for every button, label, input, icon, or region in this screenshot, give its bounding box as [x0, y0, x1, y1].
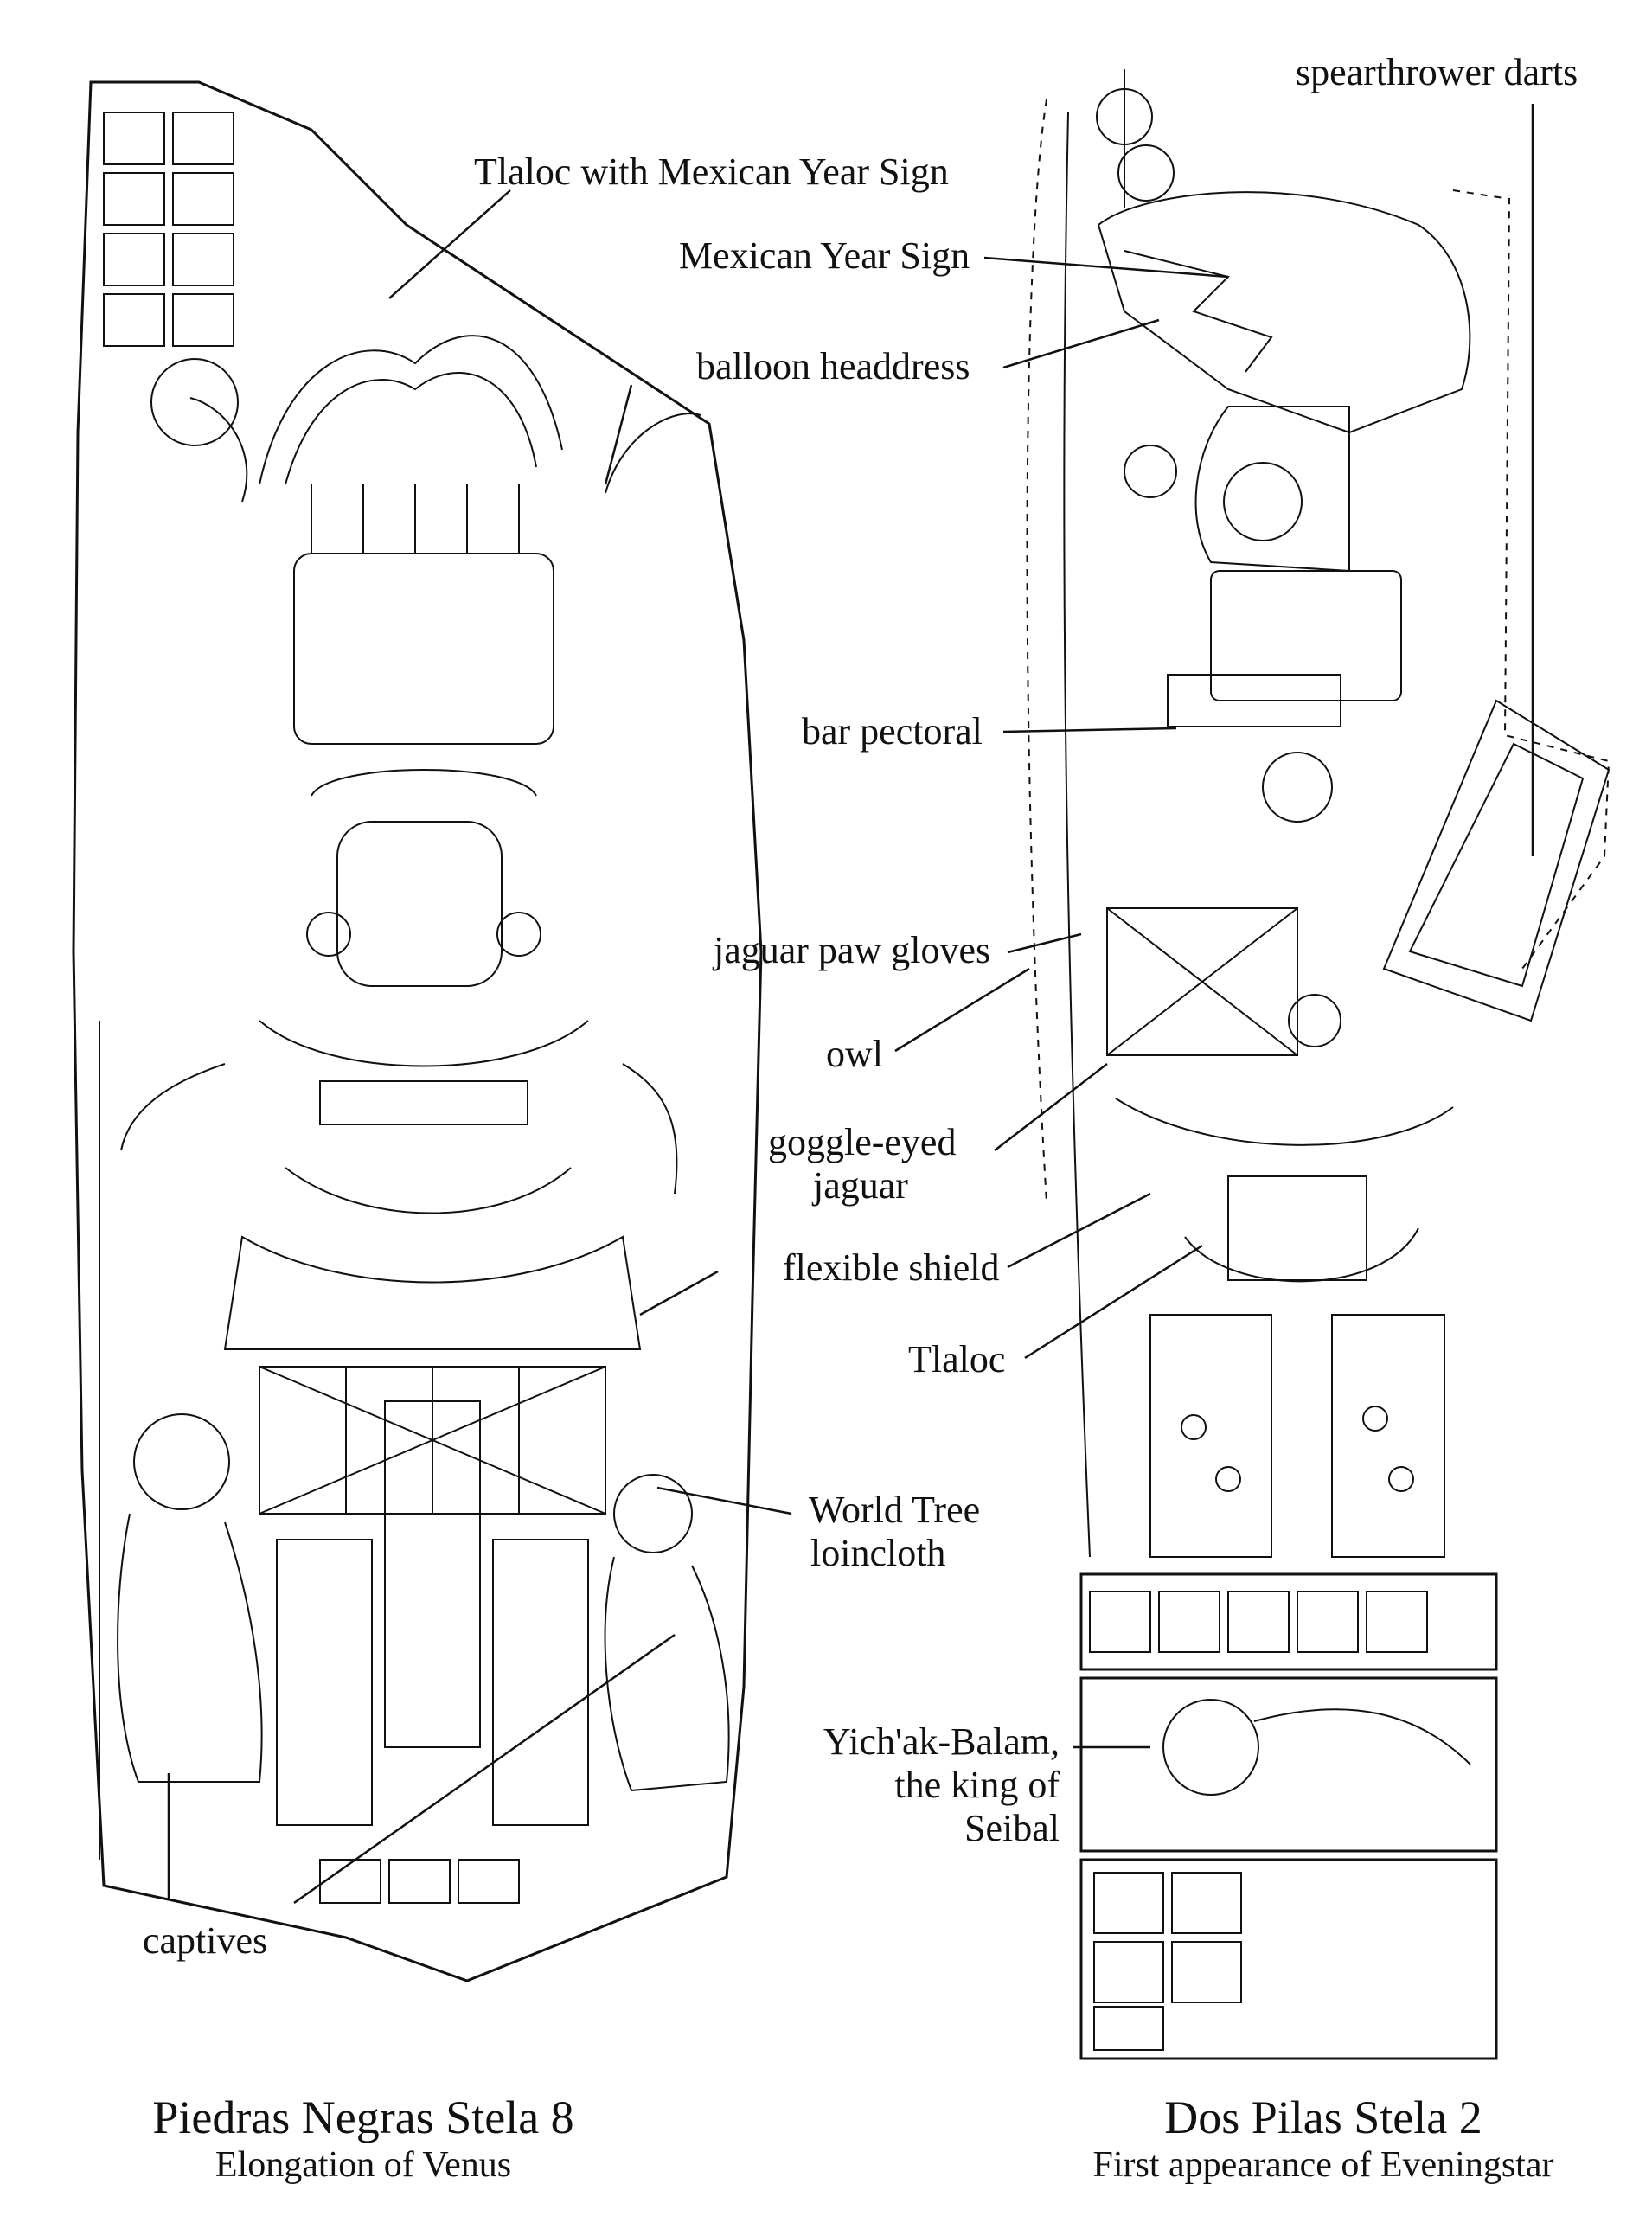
left-caption: Piedras Negras Stela 8 Elongation of Ven…	[78, 2091, 649, 2187]
label-captives: captives	[143, 1919, 268, 1962]
left-caption-title: Piedras Negras Stela 8	[152, 2091, 574, 2143]
leader-lines	[167, 104, 1534, 1905]
label-king-of: the king of	[894, 1764, 1060, 1806]
label-mexican-year-sign: Mexican Year Sign	[679, 234, 970, 277]
label-jaguar-paw-gloves: jaguar paw gloves	[714, 929, 991, 971]
label-goggle-eyed: goggle-eyed	[768, 1121, 957, 1163]
label-tlaloc: Tlaloc	[908, 1338, 1006, 1380]
label-tlaloc-year-sign: Tlaloc with Mexican Year Sign	[474, 151, 949, 193]
label-flexible-shield: flexible shield	[783, 1246, 1000, 1289]
label-yichak-balam: Yich'ak-Balam,	[823, 1720, 1060, 1763]
label-bar-pectoral: bar pectoral	[802, 710, 983, 753]
right-caption-subtitle: First appearance of Eveningstar	[1092, 2145, 1554, 2185]
label-spearthrower-darts: spearthrower darts	[1296, 51, 1578, 93]
label-loincloth: loincloth	[810, 1532, 946, 1574]
right-stela-drawing	[1026, 69, 1610, 2060]
label-seibal: Seibal	[964, 1807, 1060, 1849]
label-goggle-eyed-jaguar: jaguar	[813, 1164, 908, 1207]
label-owl: owl	[826, 1033, 883, 1075]
captive-figure	[117, 1413, 730, 1792]
right-caption: Dos Pilas Stela 2 First appearance of Ev…	[1047, 2091, 1600, 2187]
glyph-panel	[103, 112, 239, 446]
left-stela-drawing	[72, 80, 763, 1982]
left-caption-subtitle: Elongation of Venus	[215, 2145, 512, 2185]
label-balloon-headdress: balloon headdress	[696, 345, 970, 388]
label-world-tree: World Tree	[809, 1489, 981, 1531]
right-caption-title: Dos Pilas Stela 2	[1164, 2091, 1482, 2143]
